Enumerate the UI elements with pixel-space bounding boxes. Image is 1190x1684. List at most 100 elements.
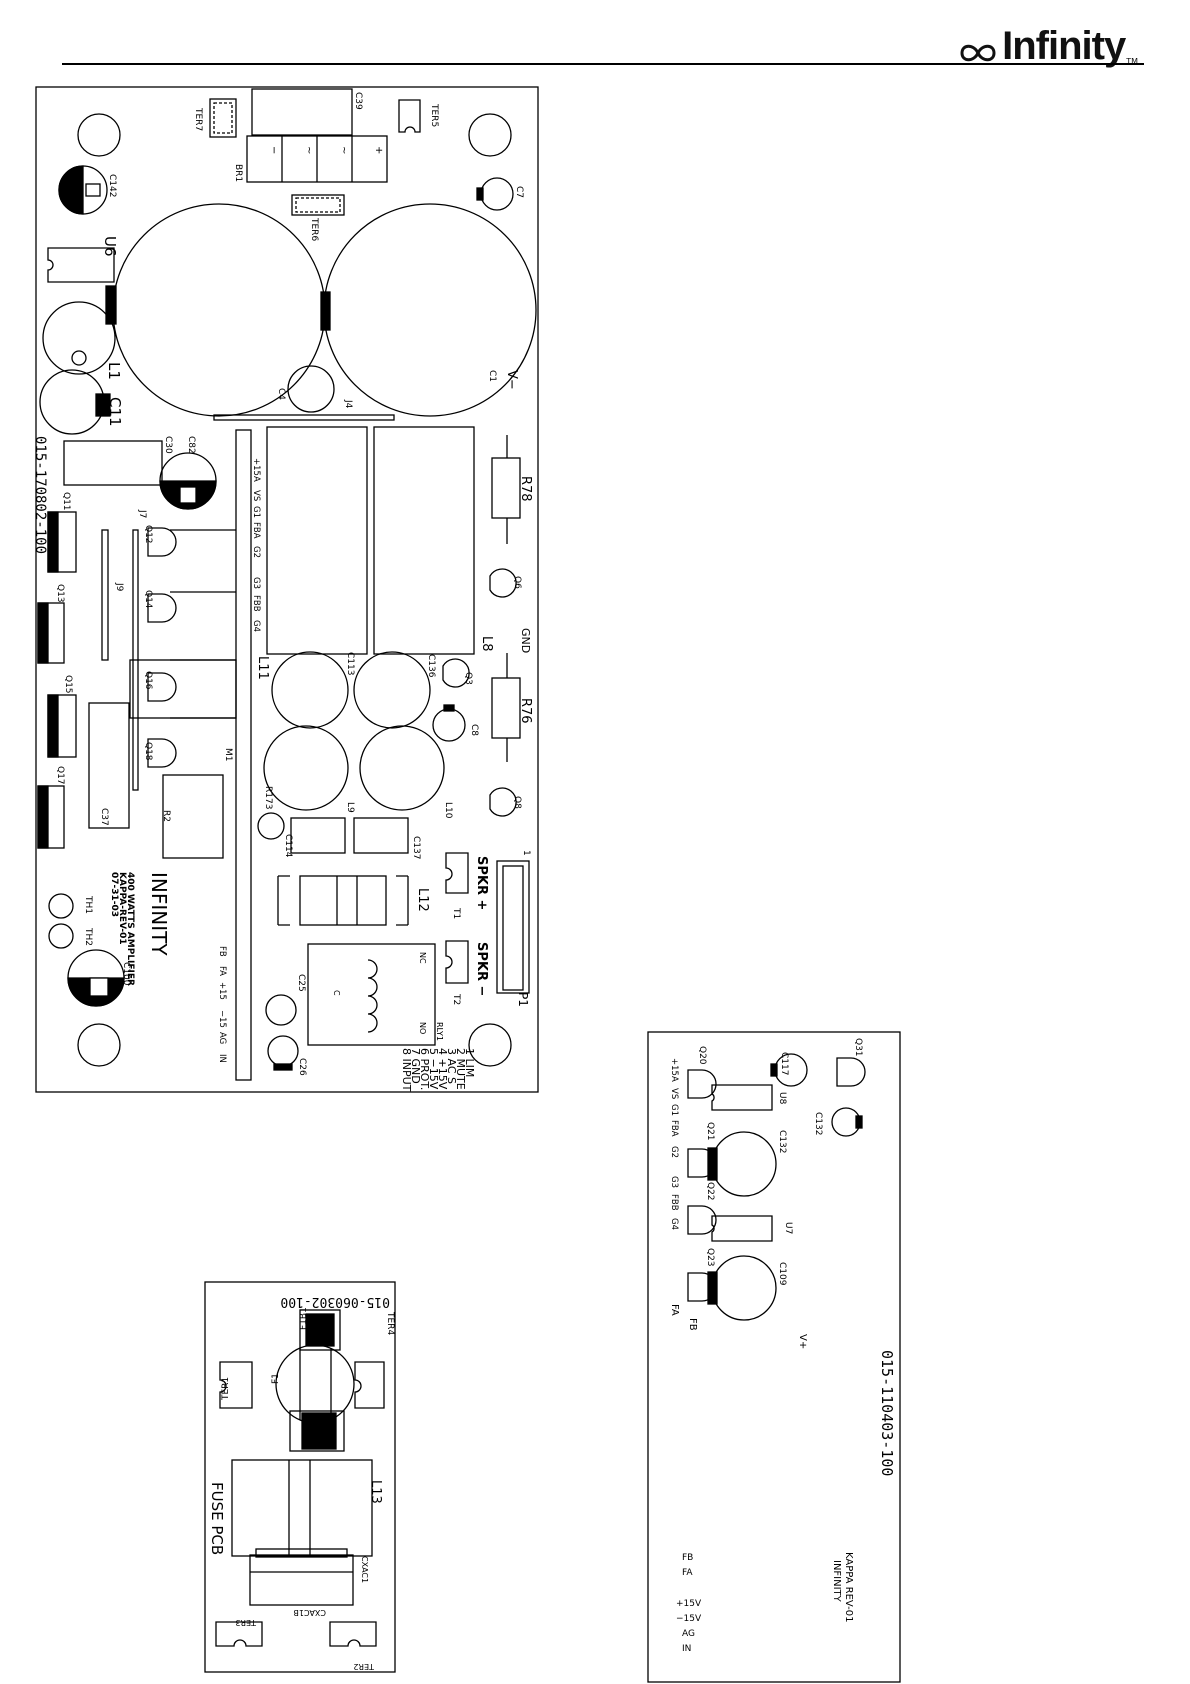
label-u8: U8: [777, 1092, 787, 1105]
label-fa: FA: [669, 1304, 680, 1316]
header-pin-g1: G1: [251, 506, 261, 518]
f1b1-clip: [299, 1309, 341, 1351]
br1-pin-minus: −: [268, 146, 279, 154]
label-c1: C1: [487, 370, 497, 382]
header-pin-fb: FB: [217, 946, 227, 957]
r76-resistor: [491, 677, 521, 739]
pin-list-8: 8 INPUT: [400, 1048, 413, 1092]
c37-body: [88, 702, 130, 829]
label-c100: C100: [121, 962, 131, 986]
pin-list-3: 3 AC S: [445, 1048, 458, 1084]
label-j9: J9: [114, 582, 124, 592]
q3-transistor: [442, 658, 470, 688]
small-bottom-ag: AG: [682, 1629, 695, 1639]
main-caption-date: 07-31-03: [109, 872, 119, 917]
l13-inductor: [231, 1459, 373, 1557]
label-u6: U6: [101, 236, 119, 257]
q31-transistor: [836, 1057, 866, 1087]
label-r78: R78: [518, 476, 533, 502]
label-q18: Q18: [143, 742, 153, 761]
label-cxac1b: CXAC1B: [293, 1608, 326, 1617]
small-bottom-in: IN: [682, 1644, 691, 1654]
label-cxac1: CXAC1: [360, 1556, 369, 1583]
mounting-hole: [77, 113, 121, 157]
small-header-g2: G2: [669, 1146, 679, 1158]
label-q22: Q22: [705, 1182, 715, 1201]
header-pin-15a: +15A: [251, 458, 261, 482]
c114-capacitor: [290, 817, 346, 854]
rly1-relay: [307, 943, 436, 1046]
small-header-g4: G4: [669, 1218, 679, 1230]
label-th2: TH2: [83, 927, 93, 946]
label-c39: C39: [353, 92, 363, 110]
pin-list-7: 7 GND: [409, 1048, 422, 1084]
label-q21: Q21: [705, 1122, 715, 1141]
t2-terminal: [445, 940, 469, 984]
header-pin-fa: FA: [217, 966, 227, 976]
fuse-board-part-number: 015-060302-100: [280, 1294, 390, 1309]
header-strip: [235, 429, 252, 1081]
small-bottom-m15v: −15V: [676, 1614, 702, 1624]
header-pin-fba: FBA: [251, 522, 261, 539]
r78-resistor: [491, 457, 521, 519]
c136-capacitor: [353, 651, 431, 729]
label-c11: C11: [106, 397, 124, 427]
small-header-15a: +15A: [669, 1058, 679, 1082]
fuse-board-title: FUSE PCB: [208, 1482, 226, 1555]
label-c132: C132: [777, 1130, 787, 1153]
l12-inductor: [277, 875, 409, 926]
br1-pin-ac1: ~: [303, 146, 314, 154]
label-spkr-minus: SPKR −: [474, 942, 489, 996]
label-m1: M1: [223, 748, 233, 762]
label-c30: C30: [163, 436, 173, 454]
label-c25: C25: [296, 974, 306, 992]
label-rly1: RLY1: [435, 1022, 444, 1041]
label-br1: BR1: [233, 164, 243, 182]
label-q6: Q6: [512, 576, 522, 589]
l10-inductor: [359, 725, 445, 811]
label-l13: L13: [368, 1480, 383, 1504]
label-c8: C8: [469, 724, 479, 736]
ter2-terminal: [329, 1621, 377, 1647]
pin-list-4: 4 +15V: [436, 1048, 449, 1090]
ter1-terminal: [219, 1361, 253, 1409]
label-t1: T1: [451, 907, 461, 919]
q8-transistor: [489, 787, 517, 817]
infinity-logo-icon: [960, 44, 996, 62]
label-ter7: TER7: [193, 107, 203, 131]
label-c82: C82: [186, 436, 196, 454]
label-c117: C117: [779, 1052, 789, 1075]
filter-capacitor-left: [112, 203, 326, 417]
small-board-part-number: 015-110403-100: [878, 1350, 896, 1476]
label-l1: L1: [105, 362, 123, 380]
small-bottom-fb: FB: [682, 1553, 693, 1563]
label-c37: C37: [99, 808, 109, 826]
j4-connector: [213, 414, 395, 421]
label-f1b1: F1B1: [299, 1307, 309, 1330]
c113-capacitor: [271, 651, 349, 729]
label-th1: TH1: [83, 895, 93, 914]
label-p1-pin1: 1: [521, 850, 531, 856]
header-pin-g4: G4: [251, 620, 261, 632]
c8-capacitor: [432, 708, 466, 742]
label-j7: J7: [137, 509, 147, 518]
j9-connector: [101, 529, 109, 661]
small-header-g1: G1: [669, 1104, 679, 1116]
main-caption-brand: INFINITY: [147, 872, 171, 956]
label-q14: Q14: [143, 590, 153, 609]
label-ter5: TER5: [429, 103, 439, 127]
u6-regulator: [47, 247, 115, 283]
pin-list-2: 2 MUTE: [454, 1048, 467, 1090]
label-ter3: TER3: [235, 1618, 257, 1627]
label-q15: Q15: [63, 675, 73, 694]
small-board-bottom-labels: FB FA +15V −15V AG IN: [676, 1553, 702, 1654]
label-q23: Q23: [705, 1248, 715, 1267]
u8-regulator: [711, 1084, 773, 1111]
c109-capacitor: [711, 1255, 777, 1321]
header-pin-p15: +15: [217, 982, 227, 1000]
mounting-hole: [468, 113, 512, 157]
small-caption-brand: INFINITY: [831, 1560, 842, 1603]
header-pin-m15: −15: [217, 1010, 227, 1028]
c137-capacitor: [353, 817, 409, 854]
